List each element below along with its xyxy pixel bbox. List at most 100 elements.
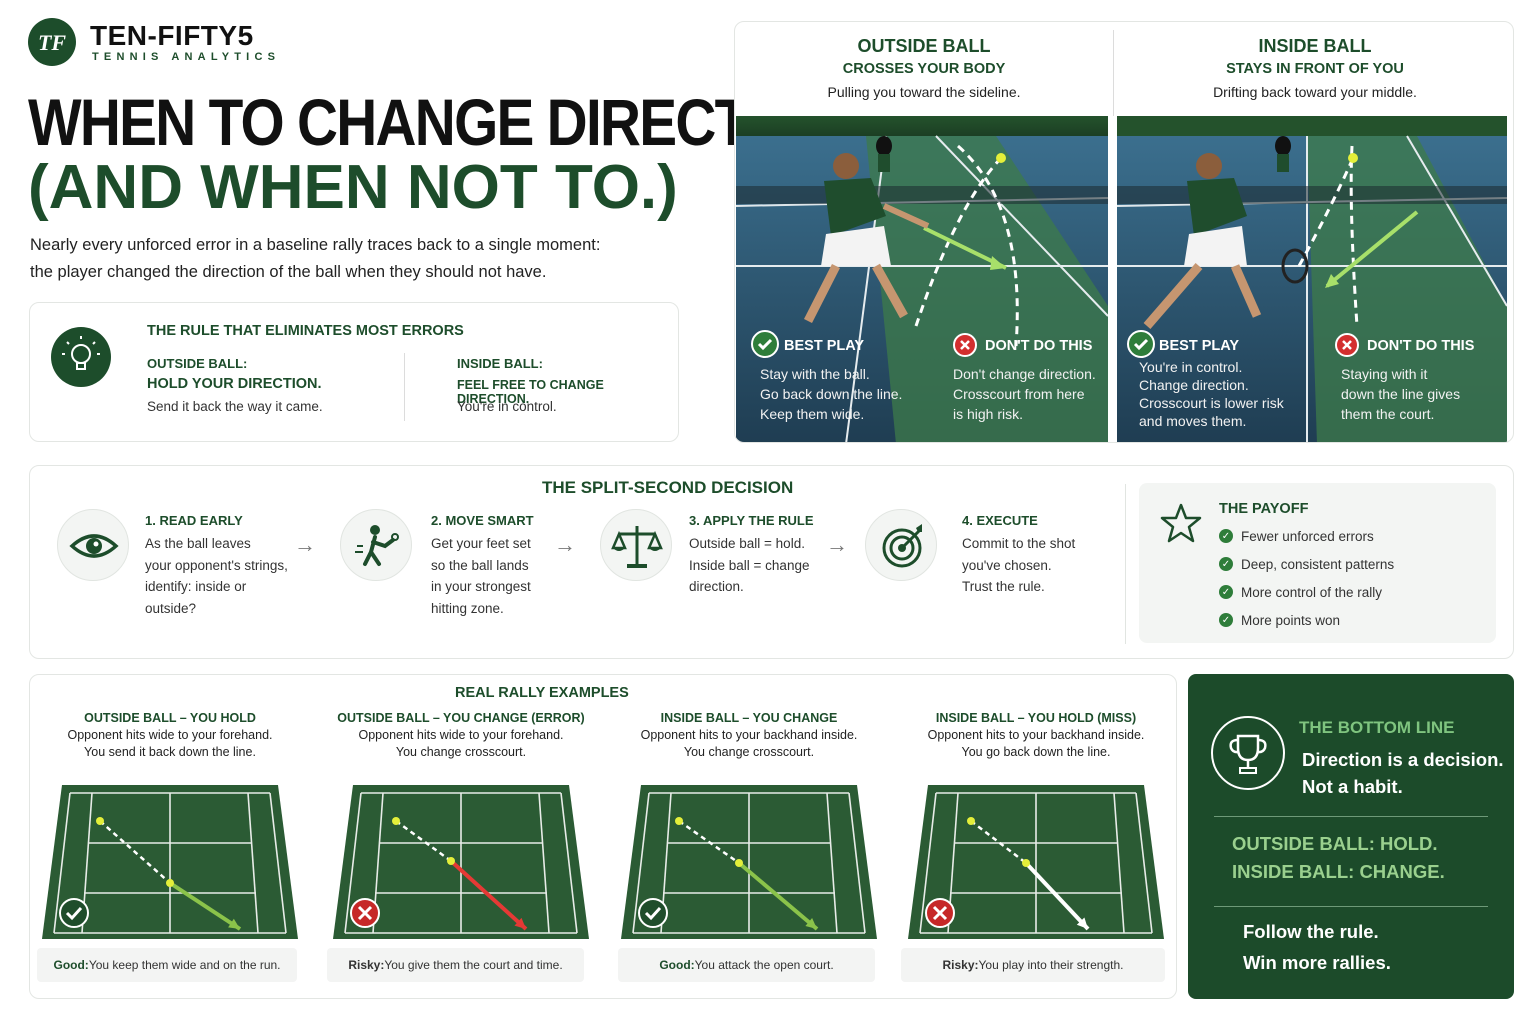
incoming-ball-path	[99, 820, 171, 884]
inside-dont-text: Staying with it down the line gives them…	[1341, 364, 1460, 424]
court-line	[1113, 792, 1125, 934]
incoming-ball-path	[395, 819, 452, 863]
payoff-item-text: Deep, consistent patterns	[1241, 556, 1395, 572]
example-desc-line-1: Opponent hits wide to your forehand.	[358, 728, 564, 742]
rule-title: THE RULE THAT ELIMINATES MOST ERRORS	[147, 323, 464, 339]
step-2-line-1: Get your feet set	[431, 536, 531, 551]
balance-scale-icon	[600, 509, 672, 581]
example-column: INSIDE BALL – YOU HOLD (MISS) Opponent hi…	[898, 711, 1174, 991]
ball-marker	[675, 817, 683, 825]
inside-subtitle: STAYS IN FRONT OF YOU	[1226, 61, 1404, 77]
bottom-line-close-2: Win more rallies.	[1243, 952, 1391, 973]
ball-marker	[735, 859, 743, 867]
outside-best-line-2: Go back down the line.	[760, 386, 903, 402]
outside-dont-line-2: Crosscourt from here	[953, 386, 1085, 402]
bottom-line-rule: OUTSIDE BALL: HOLD. INSIDE BALL: CHANGE.	[1232, 830, 1445, 886]
check-icon: ✓	[1219, 557, 1233, 571]
ball-marker	[967, 817, 975, 825]
example-desc-line-1: Opponent hits to your backhand inside.	[927, 728, 1145, 742]
dont-x-icon	[953, 333, 977, 357]
payoff-divider	[1125, 484, 1126, 644]
court-line	[848, 792, 866, 934]
inside-title: INSIDE BALL	[1258, 36, 1372, 56]
step-arrow-icon: →	[826, 532, 848, 557]
brand-logo: TF	[28, 18, 76, 66]
payoff-item-text: More points won	[1241, 612, 1341, 628]
bottom-line-line-2: Not a habit.	[1302, 776, 1403, 797]
example-column: OUTSIDE BALL – YOU CHANGE (ERROR) Opponen…	[322, 711, 600, 991]
outside-desc: Pulling you toward the sideline.	[827, 84, 1021, 100]
bottom-line-divider	[1214, 906, 1488, 907]
outside-court-photo: BEST PLAY Stay with the ball. Go back do…	[735, 116, 1109, 442]
best-play-check-icon	[751, 330, 779, 358]
court-line	[53, 792, 71, 934]
step-4-text: Commit to the shot you've chosen. Trust …	[962, 533, 1075, 598]
step-1-title: 1. READ EARLY	[145, 513, 243, 528]
shot-arrow	[168, 881, 242, 931]
shot-arrow	[737, 861, 819, 931]
headline-line-2: (AND WHEN NOT TO.)	[28, 153, 678, 222]
dont-x-icon	[1335, 333, 1359, 357]
outside-dont-line-3: is high risk.	[953, 406, 1024, 422]
shot-arrow	[449, 859, 528, 931]
court-line	[919, 792, 937, 934]
incoming-ball-path	[678, 819, 740, 865]
shot-arrow-head	[805, 918, 817, 929]
example-verdict-text: You play into their strength.	[978, 958, 1124, 972]
step-2-text: Get your feet set so the ball lands in y…	[431, 533, 531, 619]
bottom-line-close: Follow the rule. Win more rallies.	[1243, 916, 1391, 978]
step-1-line-4: outside?	[145, 600, 197, 616]
check-mark	[644, 906, 662, 921]
court-line	[247, 792, 259, 934]
check-icon: ✓	[1219, 585, 1233, 599]
court-line	[538, 792, 550, 934]
check-icon	[59, 898, 89, 928]
payoff-list: ✓Fewer unforced errors ✓ Deep, consistent…	[1219, 522, 1394, 634]
example-title: INSIDE BALL – YOU HOLD (MISS)	[935, 711, 1137, 725]
example-title: OUTSIDE BALL – YOU HOLD	[84, 711, 256, 725]
payoff-item: ✓Fewer unforced errors	[1219, 522, 1394, 550]
x-mark	[932, 905, 948, 921]
court-line	[269, 792, 287, 934]
court-line	[560, 792, 578, 934]
bottom-line-divider	[1214, 816, 1488, 817]
check-icon: ✓	[1219, 529, 1233, 543]
trophy-icon	[1211, 716, 1285, 790]
outside-best-text: Stay with the ball. Go back down the lin…	[760, 364, 902, 424]
panel-divider	[1113, 30, 1114, 116]
payoff-item: ✓ Deep, consistent patterns	[1219, 550, 1394, 578]
shot-arrow	[1024, 861, 1090, 931]
inside-dont-label: DON'T DO THIS	[1367, 338, 1475, 354]
shot-arrow-head	[1076, 917, 1088, 929]
court-diagram	[42, 785, 298, 939]
headline-line-1: WHEN TO CHANGE DIRECTION.	[28, 85, 859, 159]
bottom-line-rule-1: OUTSIDE BALL: HOLD.	[1232, 833, 1438, 854]
step-2-line-4: hitting zone.	[431, 600, 504, 616]
example-desc-line-1: Opponent hits to your backhand inside.	[640, 728, 858, 742]
ball-marker	[1022, 859, 1030, 867]
intro-text: Nearly every unforced error in a baselin…	[30, 232, 670, 286]
inside-best-line-4: and moves them.	[1139, 413, 1247, 429]
step-4-title: 4. EXECUTE	[962, 513, 1038, 528]
step-1-text: As the ball leaves your opponent's strin…	[145, 533, 288, 619]
bottom-line-statement: Direction is a decision. Not a habit.	[1302, 746, 1504, 800]
step-1-line-2: your opponent's strings,	[145, 557, 288, 573]
ball-marker	[166, 879, 174, 887]
court-line	[826, 792, 838, 934]
outside-ball-panel: OUTSIDE BALL CROSSES YOUR BODY Pulling y…	[735, 22, 1113, 442]
step-3-line-3: direction.	[689, 579, 744, 594]
x-mark	[357, 905, 373, 921]
example-desc-line-2: You send it back down the line.	[84, 744, 256, 759]
rule-inside-head: FEEL FREE TO CHANGE DIRECTION.	[457, 378, 604, 406]
rule-divider	[404, 353, 405, 421]
court-line	[344, 792, 362, 934]
tf-logo-icon: TF	[38, 30, 66, 55]
shot-arrow-head	[514, 917, 526, 929]
step-1-line-3: identify: inside or	[145, 579, 247, 594]
example-verdict-label: Good:	[659, 958, 695, 972]
bottom-line-line-1: Direction is a decision.	[1302, 749, 1504, 770]
brand-name: TEN-FIFTY5	[90, 20, 254, 51]
example-title: OUTSIDE BALL – YOU CHANGE (ERROR)	[337, 711, 585, 725]
inside-court-photo: BEST PLAY You're in control. Change dire…	[1116, 116, 1508, 442]
